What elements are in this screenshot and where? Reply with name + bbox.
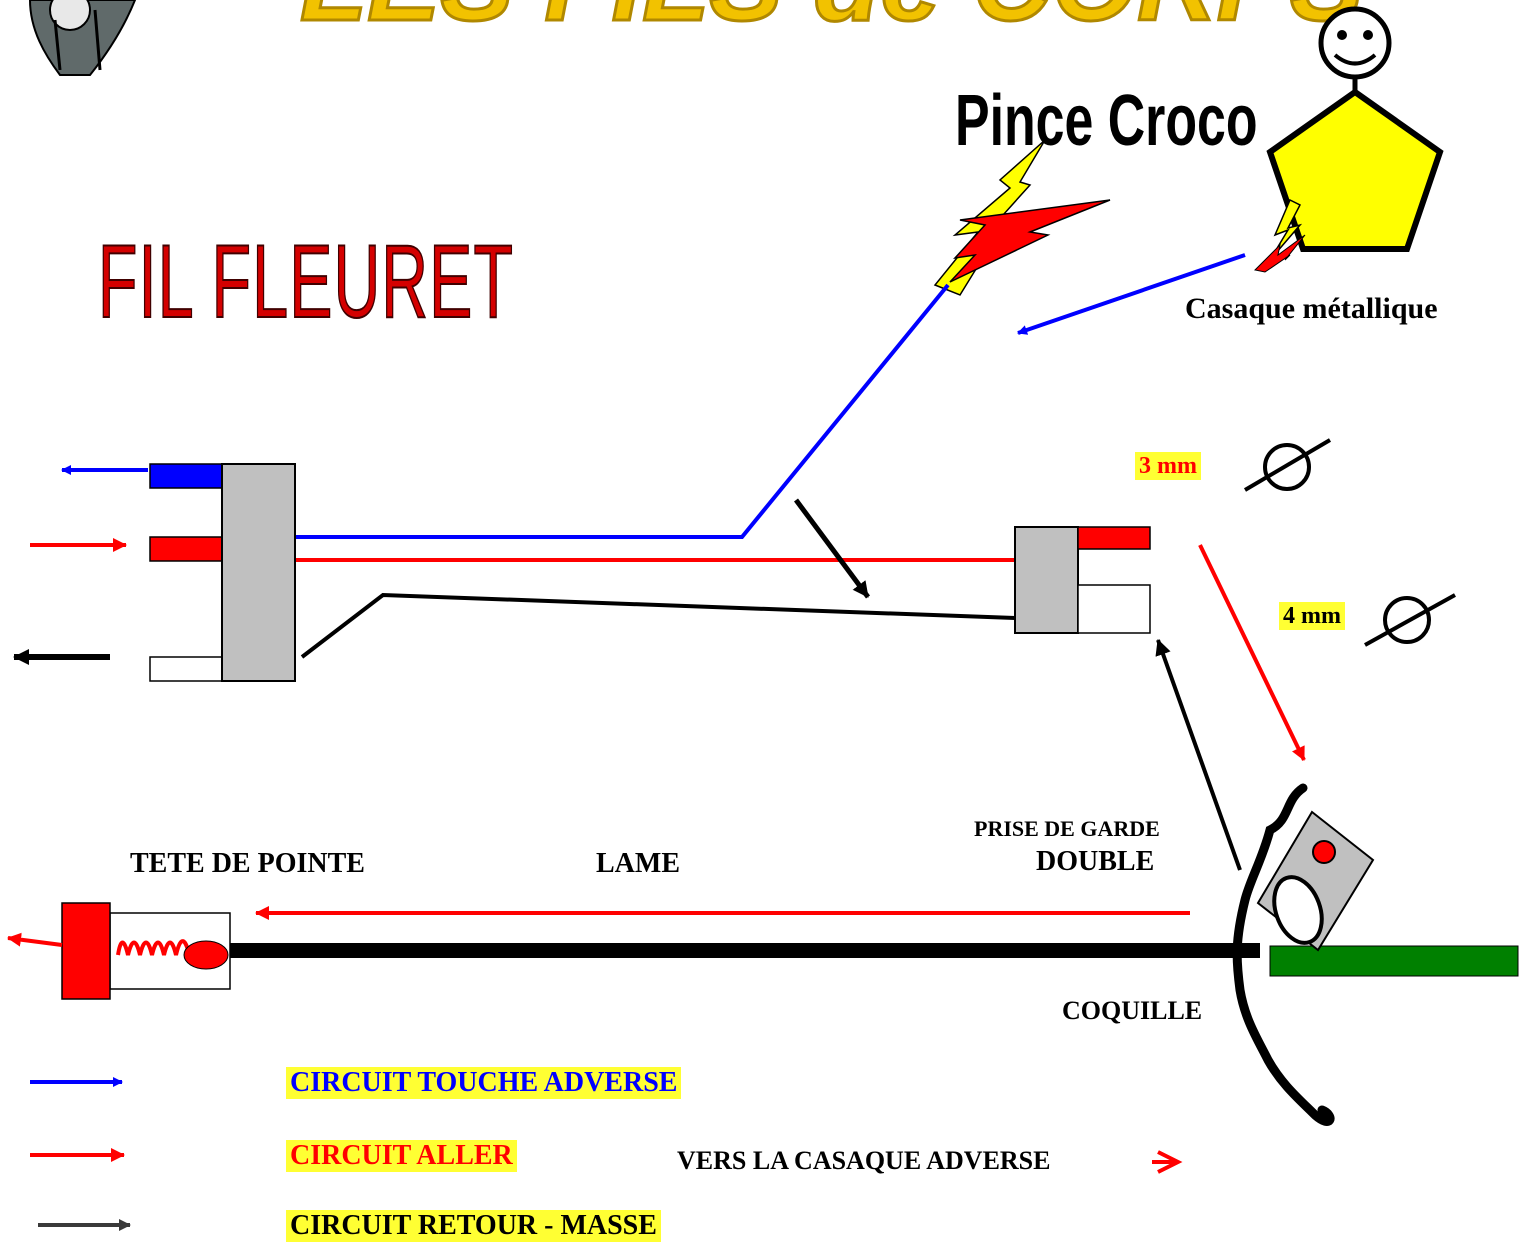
right-plug (1014, 526, 1151, 634)
legend-aller: CIRCUIT ALLER (286, 1140, 517, 1172)
label-4mm: 4 mm (1279, 602, 1345, 630)
vers-arrow-icon (1152, 1150, 1183, 1174)
blade (230, 943, 1260, 958)
opponent-figure (1253, 6, 1444, 273)
pince-croco-label: Pince Croco (955, 81, 1258, 161)
casaque-label: Casaque métallique (1185, 292, 1438, 325)
middle-black-arrow (793, 498, 871, 599)
point-out-arrow (7, 932, 63, 947)
diameter-icon-3mm (1243, 438, 1332, 492)
diagram-heading: FIL FLEURET (97, 224, 515, 340)
vers-casaque-label: VERS LA CASAQUE ADVERSE (677, 1146, 1051, 1175)
point-head (61, 902, 231, 1000)
title-text: LES FILS de CORPS (300, 0, 1363, 44)
title-banner: LES FILS de CORPS (299, 0, 1365, 46)
handle (1269, 945, 1519, 977)
tete-label: TETE DE POINTE (130, 848, 365, 879)
blue-wire (295, 283, 950, 539)
red-diagonal-arrow (1198, 544, 1306, 761)
left-plug (149, 463, 296, 682)
coquille-guard (1232, 783, 1335, 1126)
diameter-icon-4mm (1364, 593, 1456, 647)
legend-touche: CIRCUIT TOUCHE ADVERSE (286, 1067, 682, 1099)
prise-label-line2: DOUBLE (1036, 846, 1155, 877)
black-wire (300, 592, 1016, 659)
label-3mm: 3 mm (1135, 452, 1201, 480)
guard-socket (1256, 810, 1375, 952)
smiley-head (1318, 6, 1392, 80)
clipart-figure (28, 0, 137, 76)
pentagon-body (1266, 88, 1444, 252)
lame-label: LAME (596, 848, 680, 879)
casaque-arrow (1017, 253, 1246, 335)
legend-retour: CIRCUIT RETOUR - MASSE (286, 1210, 661, 1242)
coquille-label: COQUILLE (1062, 996, 1203, 1025)
black-up-arrow (1155, 639, 1242, 871)
prise-label-line1: PRISE DE GARDE (974, 816, 1160, 841)
lightning-icon (933, 139, 1111, 296)
